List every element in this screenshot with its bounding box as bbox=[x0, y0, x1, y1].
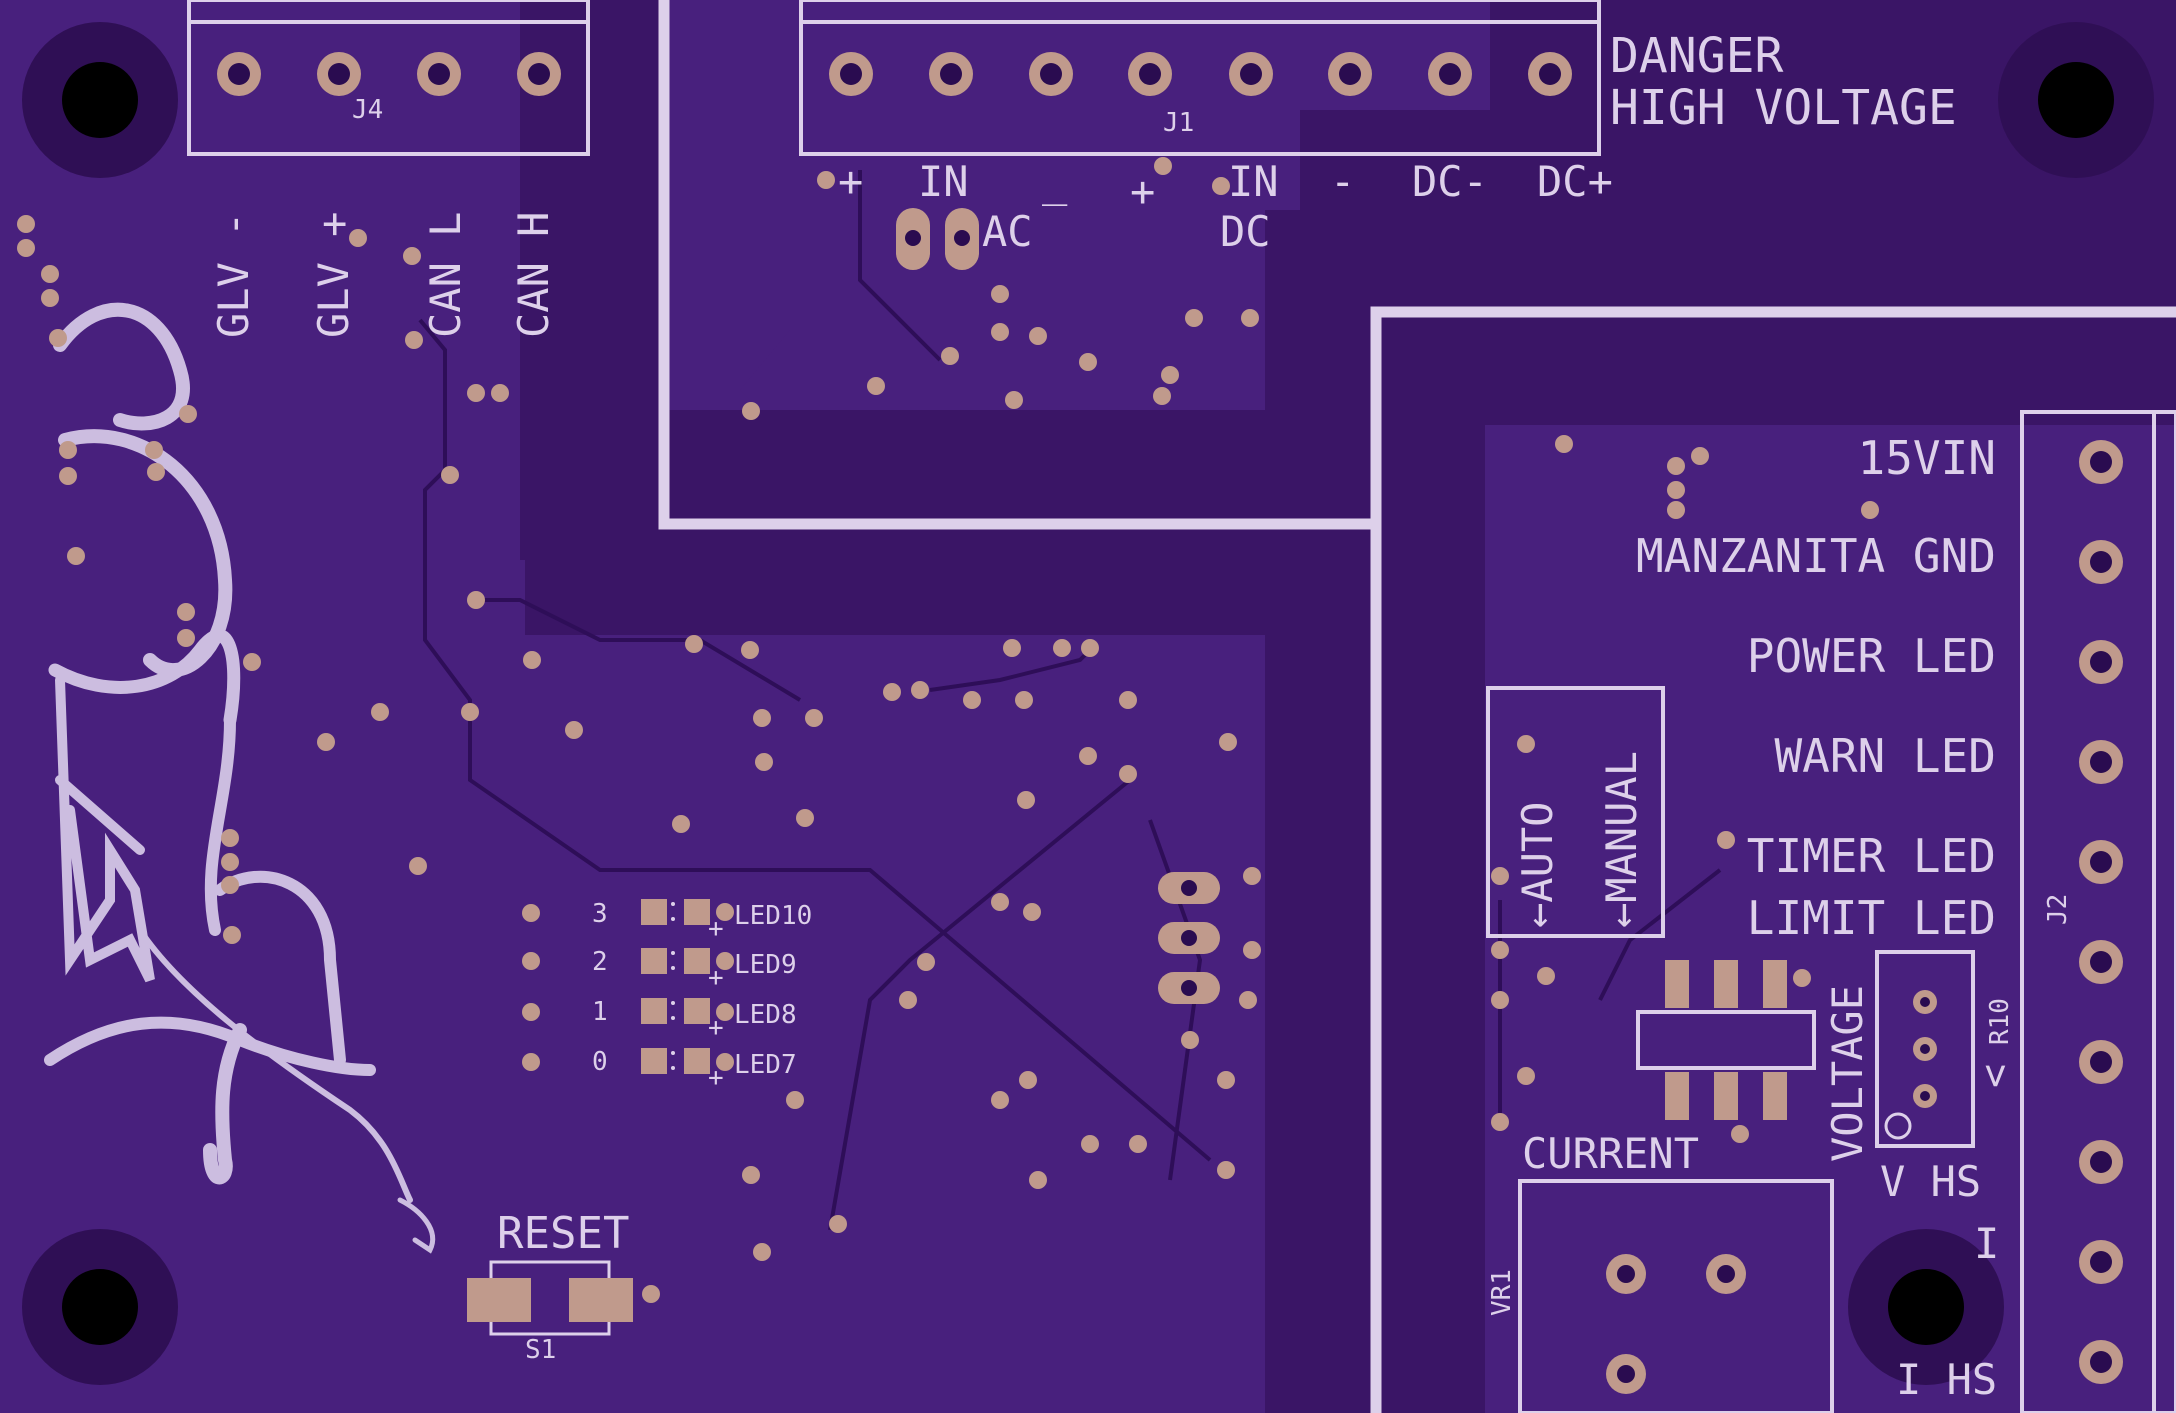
danger-warning: DANGER HIGH VOLTAGE bbox=[1610, 28, 1957, 136]
vr1-ref-label: VR1 bbox=[1487, 1269, 1517, 1316]
j2-pin-labels: 15VIN MANZANITA GND POWER LED WARN LED T… bbox=[1636, 431, 1996, 945]
j2-pin-label: POWER LED bbox=[1747, 629, 1996, 683]
j1-ref-label: J1 bbox=[1163, 108, 1194, 138]
hv-isolation-line bbox=[1370, 306, 2176, 1413]
j2-ref-label: J2 bbox=[2043, 894, 2073, 925]
high-voltage-label: HIGH VOLTAGE bbox=[1610, 80, 1957, 136]
j2-pin-label: 15VIN bbox=[1858, 431, 1996, 485]
connector-j1[interactable]: J1 bbox=[799, 0, 1601, 156]
reset-button[interactable]: RESET S1 bbox=[467, 1208, 633, 1365]
j4-pin-label: GLV + bbox=[309, 212, 358, 338]
manual-label: ←MANUAL bbox=[1597, 751, 1646, 928]
led-index: 1 bbox=[592, 997, 608, 1027]
current-trim-pot[interactable]: CURRENT VR1 bbox=[1487, 1129, 1834, 1413]
j1-pin-labels: + IN _ + IN - DC- DC+ AC DC bbox=[838, 157, 1613, 256]
svg-text:+: + bbox=[708, 914, 724, 944]
j1-pin-label: DC+ bbox=[1537, 157, 1613, 206]
s1-ref-label: S1 bbox=[525, 1335, 556, 1365]
j1-ac-label: AC bbox=[982, 207, 1033, 256]
j4-pin-label: CAN H bbox=[509, 212, 558, 338]
j1-pin-label: - bbox=[1330, 157, 1355, 206]
vias bbox=[17, 157, 1879, 1303]
mounting-holes bbox=[22, 22, 2154, 1385]
danger-label: DANGER bbox=[1610, 28, 1783, 84]
svg-text:+: + bbox=[708, 1063, 724, 1093]
svg-text:+: + bbox=[708, 1013, 724, 1043]
connector-j4[interactable]: J4 bbox=[187, 0, 590, 156]
hv-isolation-line bbox=[658, 0, 1372, 530]
ic-footprint bbox=[1636, 960, 1816, 1120]
hs-labels: V HS I I HS bbox=[1880, 1157, 1999, 1404]
r10-ref-label: R10 bbox=[1985, 998, 2015, 1045]
oval-header[interactable] bbox=[1158, 872, 1220, 1004]
led-index: 0 bbox=[592, 1047, 608, 1077]
j4-pin-label: GLV - bbox=[209, 212, 258, 338]
j1-dc-label: DC bbox=[1220, 207, 1271, 256]
led-array: 3 + LED10 2 + LED9 1 + LED8 0 + LED7 bbox=[592, 899, 812, 1093]
voltage-label: VOLTAGE bbox=[1823, 985, 1872, 1162]
j2-pin-label: WARN LED bbox=[1774, 729, 1996, 783]
led-ref: LED8 bbox=[734, 1000, 797, 1030]
j4-pin-label: CAN L bbox=[421, 212, 470, 338]
i-label: I bbox=[1974, 1219, 1999, 1268]
ac-jumper[interactable] bbox=[896, 208, 979, 270]
led-row: 1 + LED8 bbox=[592, 997, 797, 1043]
j4-ref-label: J4 bbox=[352, 95, 383, 125]
led-ref: LED7 bbox=[734, 1050, 797, 1080]
j2-pin-label: TIMER LED bbox=[1747, 829, 1996, 883]
j1-pin-label: _ bbox=[1042, 157, 1068, 206]
led-row: 0 + LED7 bbox=[592, 1047, 797, 1093]
auto-manual-switch[interactable]: ←AUTO ←MANUAL bbox=[1486, 686, 1665, 938]
j1-pin-label: IN bbox=[1228, 157, 1279, 206]
led-index: 2 bbox=[592, 947, 608, 977]
svg-text:+: + bbox=[708, 963, 724, 993]
connector-j2[interactable]: J2 bbox=[2020, 410, 2176, 1413]
j4-pin-labels: GLV - GLV + CAN L CAN H bbox=[209, 212, 558, 338]
reset-label: RESET bbox=[497, 1208, 629, 1259]
j1-pin-label: DC- bbox=[1412, 157, 1488, 206]
j1-pin-label: + bbox=[838, 157, 863, 206]
j2-pin-label: LIMIT LED bbox=[1747, 891, 1996, 945]
traces bbox=[418, 170, 1722, 1231]
led-row: 2 + LED9 bbox=[592, 947, 797, 993]
led-index: 3 bbox=[592, 899, 608, 929]
v-hs-label: V HS bbox=[1880, 1157, 1981, 1206]
auto-label: ←AUTO bbox=[1513, 802, 1562, 928]
voltage-trim-pot[interactable]: VOLTAGE R10 < bbox=[1823, 950, 2018, 1162]
current-label: CURRENT bbox=[1522, 1129, 1699, 1178]
svg-text:<: < bbox=[1972, 1064, 2018, 1088]
led-ref: LED9 bbox=[734, 950, 797, 980]
led-row: 3 + LED10 bbox=[592, 899, 812, 944]
led-ref: LED10 bbox=[734, 901, 812, 931]
j1-pin-label: + bbox=[1130, 167, 1155, 216]
j1-pin-label: IN bbox=[918, 157, 969, 206]
j2-pin-label: MANZANITA GND bbox=[1636, 529, 1996, 583]
i-hs-label: I HS bbox=[1896, 1355, 1997, 1404]
